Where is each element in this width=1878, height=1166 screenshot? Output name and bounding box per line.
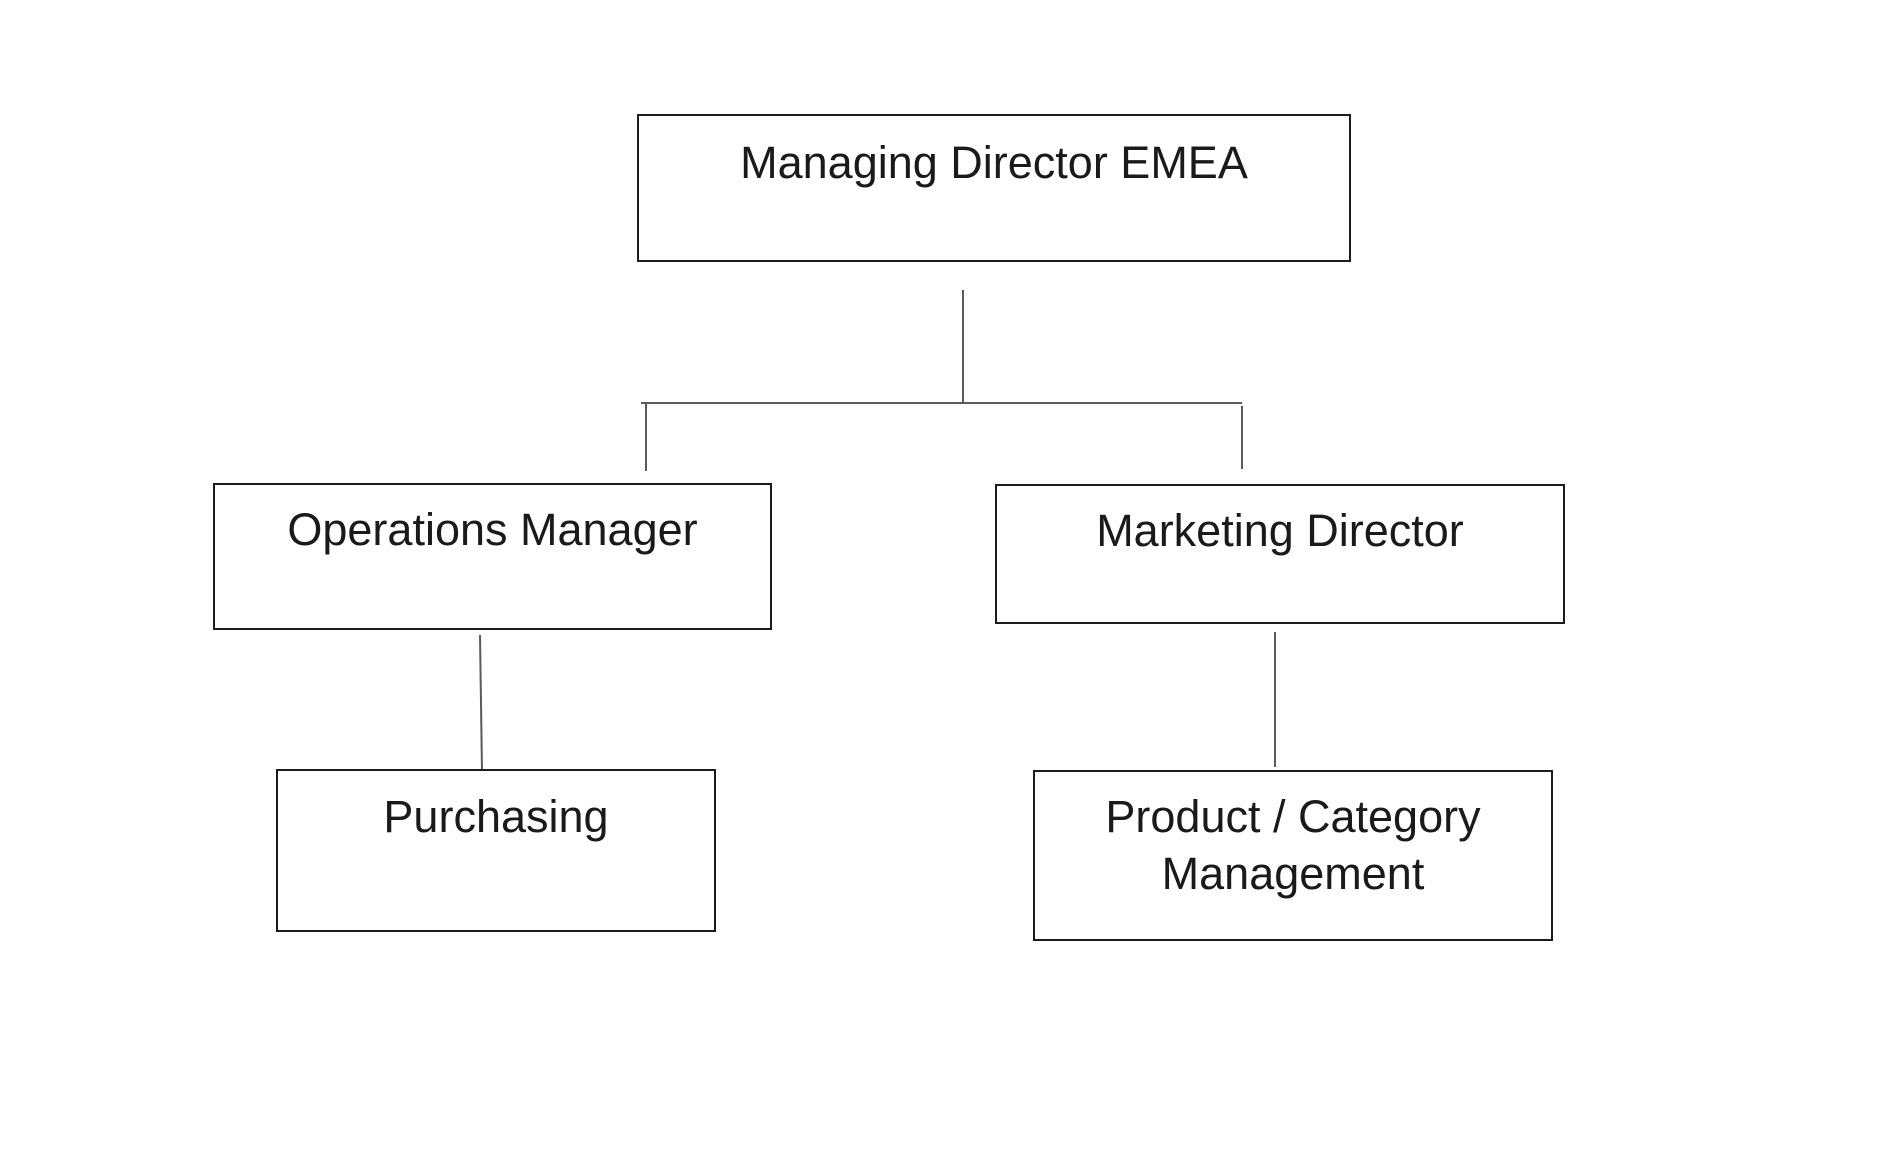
purchasing-box: Purchasing — [276, 769, 716, 932]
managing-director-box: Managing Director EMEA — [637, 114, 1351, 262]
product-category-label-line1: Product / Category — [1105, 791, 1481, 842]
operations-manager-box: Operations Manager — [213, 483, 772, 630]
managing-director-label: Managing Director EMEA — [740, 137, 1248, 188]
marketing-director-box: Marketing Director — [995, 484, 1565, 624]
product-category-label-line2: Management — [1161, 848, 1425, 899]
connector-ops-pur — [479, 634, 483, 773]
product-category-management-box: Product / Category Management — [1033, 770, 1553, 941]
marketing-director-label: Marketing Director — [1096, 505, 1464, 556]
purchasing-label: Purchasing — [383, 791, 609, 842]
ops-pur-line — [479, 634, 483, 773]
operations-manager-label: Operations Manager — [287, 504, 698, 555]
